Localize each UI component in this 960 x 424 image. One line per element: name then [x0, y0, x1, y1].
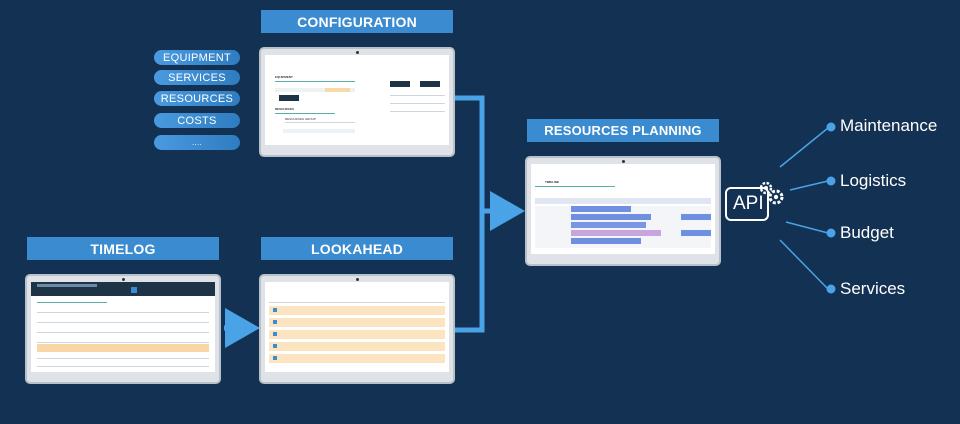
tablet-camera	[621, 160, 625, 163]
planning-timeline-heading: TIMELINE	[545, 180, 559, 184]
dot-maintenance	[826, 122, 836, 132]
lookahead-banner: LOOKAHEAD	[261, 237, 453, 260]
dot-logistics	[826, 176, 836, 186]
dot-budget	[826, 228, 836, 238]
tablet-camera	[121, 278, 125, 281]
api-line-logistics	[789, 180, 829, 191]
output-budget: Budget	[840, 223, 894, 242]
merge-bracket	[455, 95, 485, 333]
pill-resources: RESOURCES	[154, 91, 240, 106]
tablet-camera	[355, 51, 359, 54]
lookahead-tablet	[259, 274, 455, 384]
dot-services	[826, 284, 836, 294]
pill-more: ....	[154, 135, 240, 150]
api-label: API	[733, 193, 764, 214]
pill-equipment: EQUIPMENT	[154, 50, 240, 65]
gears-icon	[759, 181, 784, 205]
api-box: API	[725, 187, 769, 221]
resources-planning-banner: RESOURCES PLANNING	[527, 119, 719, 142]
timelog-screen	[31, 282, 215, 372]
config-equipment-heading: EQUIPMENT	[275, 75, 293, 79]
pill-services: SERVICES	[154, 70, 240, 85]
tablet-camera	[355, 278, 359, 281]
api-line-services	[779, 239, 829, 290]
pill-costs: COSTS	[154, 113, 240, 128]
output-services: Services	[840, 279, 906, 298]
api-line-maintenance	[779, 127, 829, 168]
output-logistics: Logistics	[840, 171, 907, 190]
configuration-banner: CONFIGURATION	[261, 10, 453, 33]
resources-planning-tablet: TIMELINE	[525, 156, 721, 266]
configuration-tablet: EQUIPMENT RESOURCES RESOURCES GROUP	[259, 47, 455, 157]
resources-planning-screen: TIMELINE	[531, 164, 715, 254]
output-maintenance: Maintenance	[840, 116, 938, 135]
config-resources-group: RESOURCES GROUP	[285, 117, 316, 121]
timelog-banner: TIMELOG	[27, 237, 219, 260]
config-resources-heading: RESOURCES	[275, 107, 295, 111]
lookahead-screen	[265, 282, 449, 372]
timelog-tablet	[25, 274, 221, 384]
configuration-screen: EQUIPMENT RESOURCES RESOURCES GROUP	[265, 55, 449, 145]
api-line-budget	[785, 221, 829, 234]
